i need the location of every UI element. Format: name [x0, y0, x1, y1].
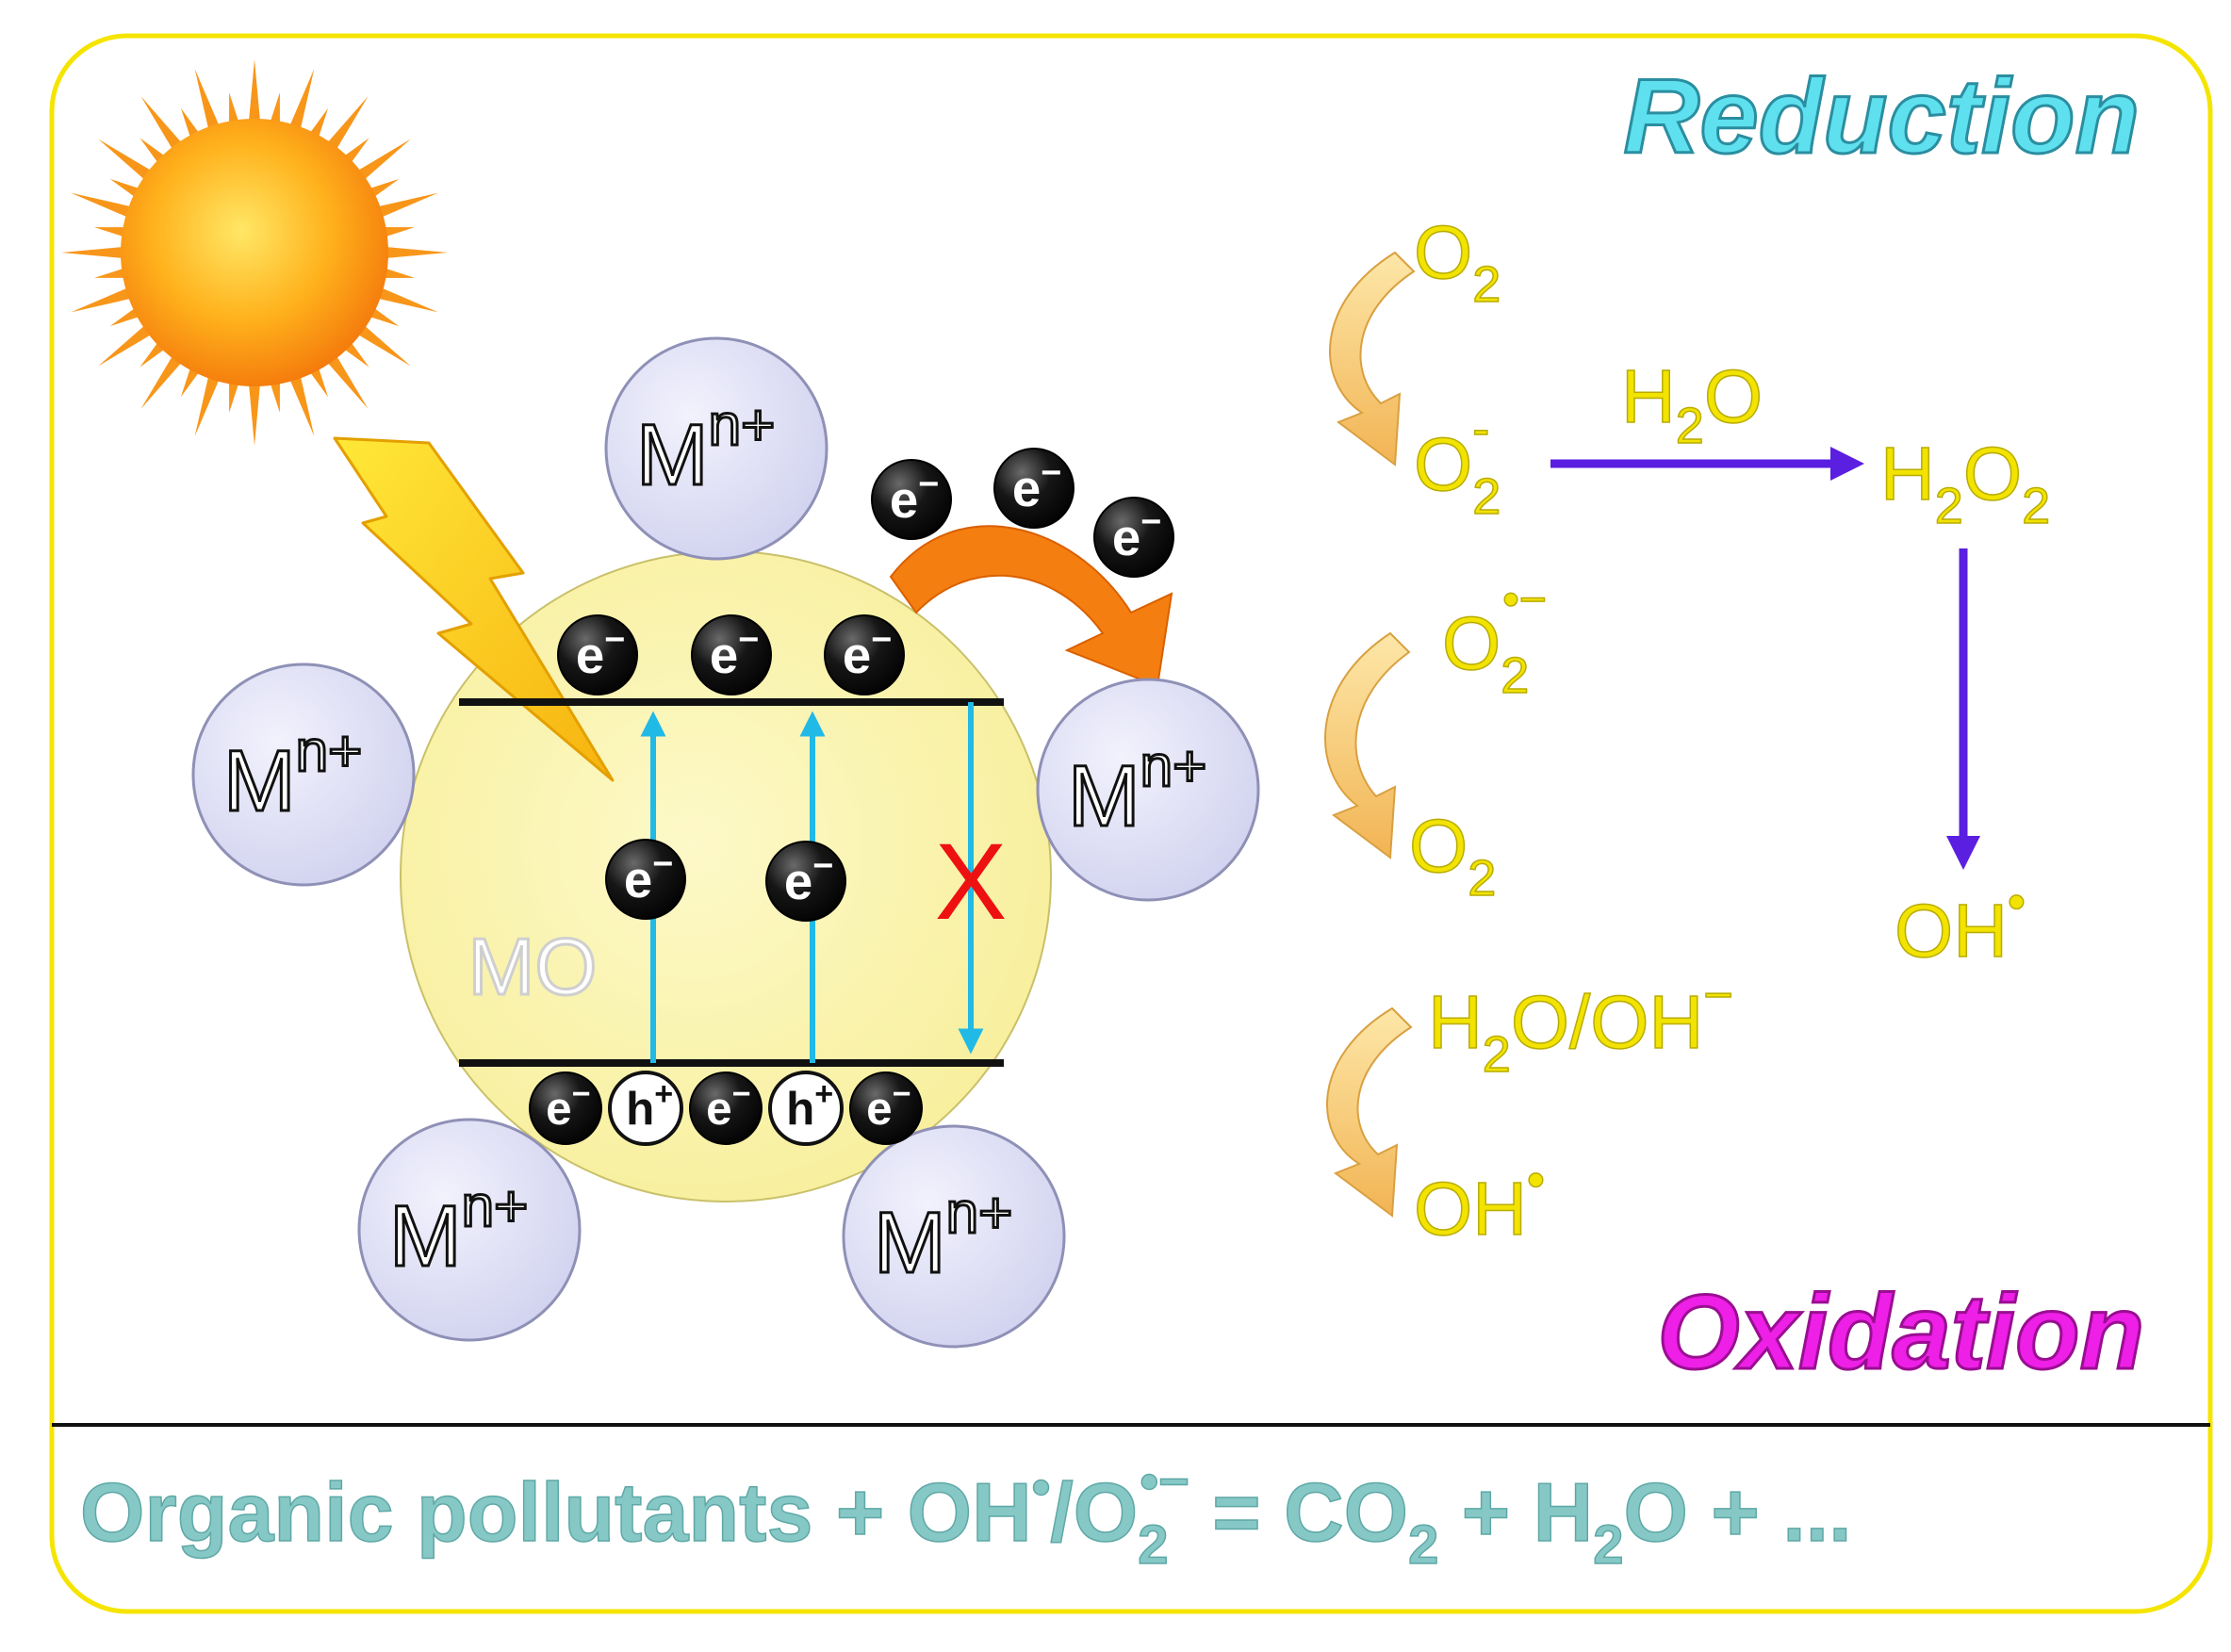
- species-oh-radical-right: OH•: [1895, 874, 2026, 973]
- species-o2-top: O2: [1414, 210, 1501, 313]
- svg-text:Mn+: Mn+: [223, 719, 362, 829]
- species-o2-radical: O2•−: [1442, 573, 1547, 704]
- svg-text:e−: e−: [710, 620, 759, 684]
- oxidation-curve-arrow: [1326, 1006, 1413, 1218]
- svg-text:e−: e−: [706, 1076, 750, 1135]
- svg-text:e−: e−: [1012, 453, 1061, 517]
- svg-text:e−: e−: [546, 1076, 590, 1135]
- electron-vb-2: e−: [689, 1071, 763, 1145]
- svg-text:e−: e−: [576, 620, 625, 684]
- svg-text:e−: e−: [843, 620, 892, 684]
- svg-text:e−: e−: [1112, 502, 1161, 566]
- electron-cb-3: e−: [824, 614, 905, 695]
- species-oh-radical-bottom: OH•: [1414, 1152, 1545, 1251]
- svg-text:h+: h+: [786, 1076, 833, 1135]
- electron-gap-1: e−: [605, 839, 686, 920]
- o2-radical-curve-arrow: [1324, 631, 1411, 859]
- metal-oxide-label: MO: [468, 923, 598, 1012]
- degradation-equation: Organic pollutants + OH•/O2•− = CO2 + H2…: [80, 1451, 1852, 1576]
- species-h2o2: H2O2: [1880, 432, 2050, 534]
- reduction-heading: Reduction: [1623, 57, 2140, 175]
- svg-text:Mn+: Mn+: [874, 1181, 1012, 1291]
- o2-reduction-curve-arrow: [1329, 251, 1416, 466]
- ion-left: Mn+: [191, 662, 416, 887]
- hole-vb-1: h+: [608, 1071, 683, 1146]
- electron-vb-1: e−: [529, 1071, 602, 1145]
- electron-transfer-2: e−: [993, 448, 1074, 529]
- lightning-bolt-icon: [333, 436, 615, 782]
- svg-text:Mn+: Mn+: [1068, 734, 1206, 844]
- ion-top: Mn+: [604, 336, 828, 561]
- ion-right: Mn+: [1036, 678, 1260, 902]
- ion-bottom-left: Mn+: [357, 1118, 582, 1342]
- svg-text:e−: e−: [866, 1076, 910, 1135]
- hole-vb-2: h+: [768, 1071, 844, 1146]
- species-o2-minus: O2-: [1414, 401, 1501, 525]
- electron-transfer-1: e−: [871, 459, 952, 540]
- electron-vb-3: e−: [849, 1071, 923, 1145]
- electron-transfer-3: e−: [1093, 497, 1174, 578]
- ion-bottom-right: Mn+: [842, 1124, 1066, 1349]
- svg-text:e−: e−: [784, 846, 833, 910]
- svg-text:e−: e−: [890, 465, 939, 529]
- electron-cb-1: e−: [557, 614, 638, 695]
- svg-text:Mn+: Mn+: [636, 393, 775, 503]
- species-h2o-label: H2O: [1621, 354, 1763, 454]
- species-o2-bottom: O2: [1409, 804, 1496, 907]
- species-h2o-oh: H2O/OH−: [1428, 967, 1733, 1083]
- blocked-recombination-mark: X: [935, 822, 1008, 942]
- svg-text:h+: h+: [626, 1076, 673, 1135]
- svg-text:e−: e−: [624, 844, 673, 908]
- electron-gap-2: e−: [765, 841, 846, 922]
- electron-cb-2: e−: [691, 614, 772, 695]
- svg-text:Mn+: Mn+: [389, 1174, 528, 1284]
- electron-transfer-arrow: [889, 525, 1173, 688]
- sun-icon: [61, 59, 448, 446]
- oxidation-heading: Oxidation: [1658, 1273, 2144, 1391]
